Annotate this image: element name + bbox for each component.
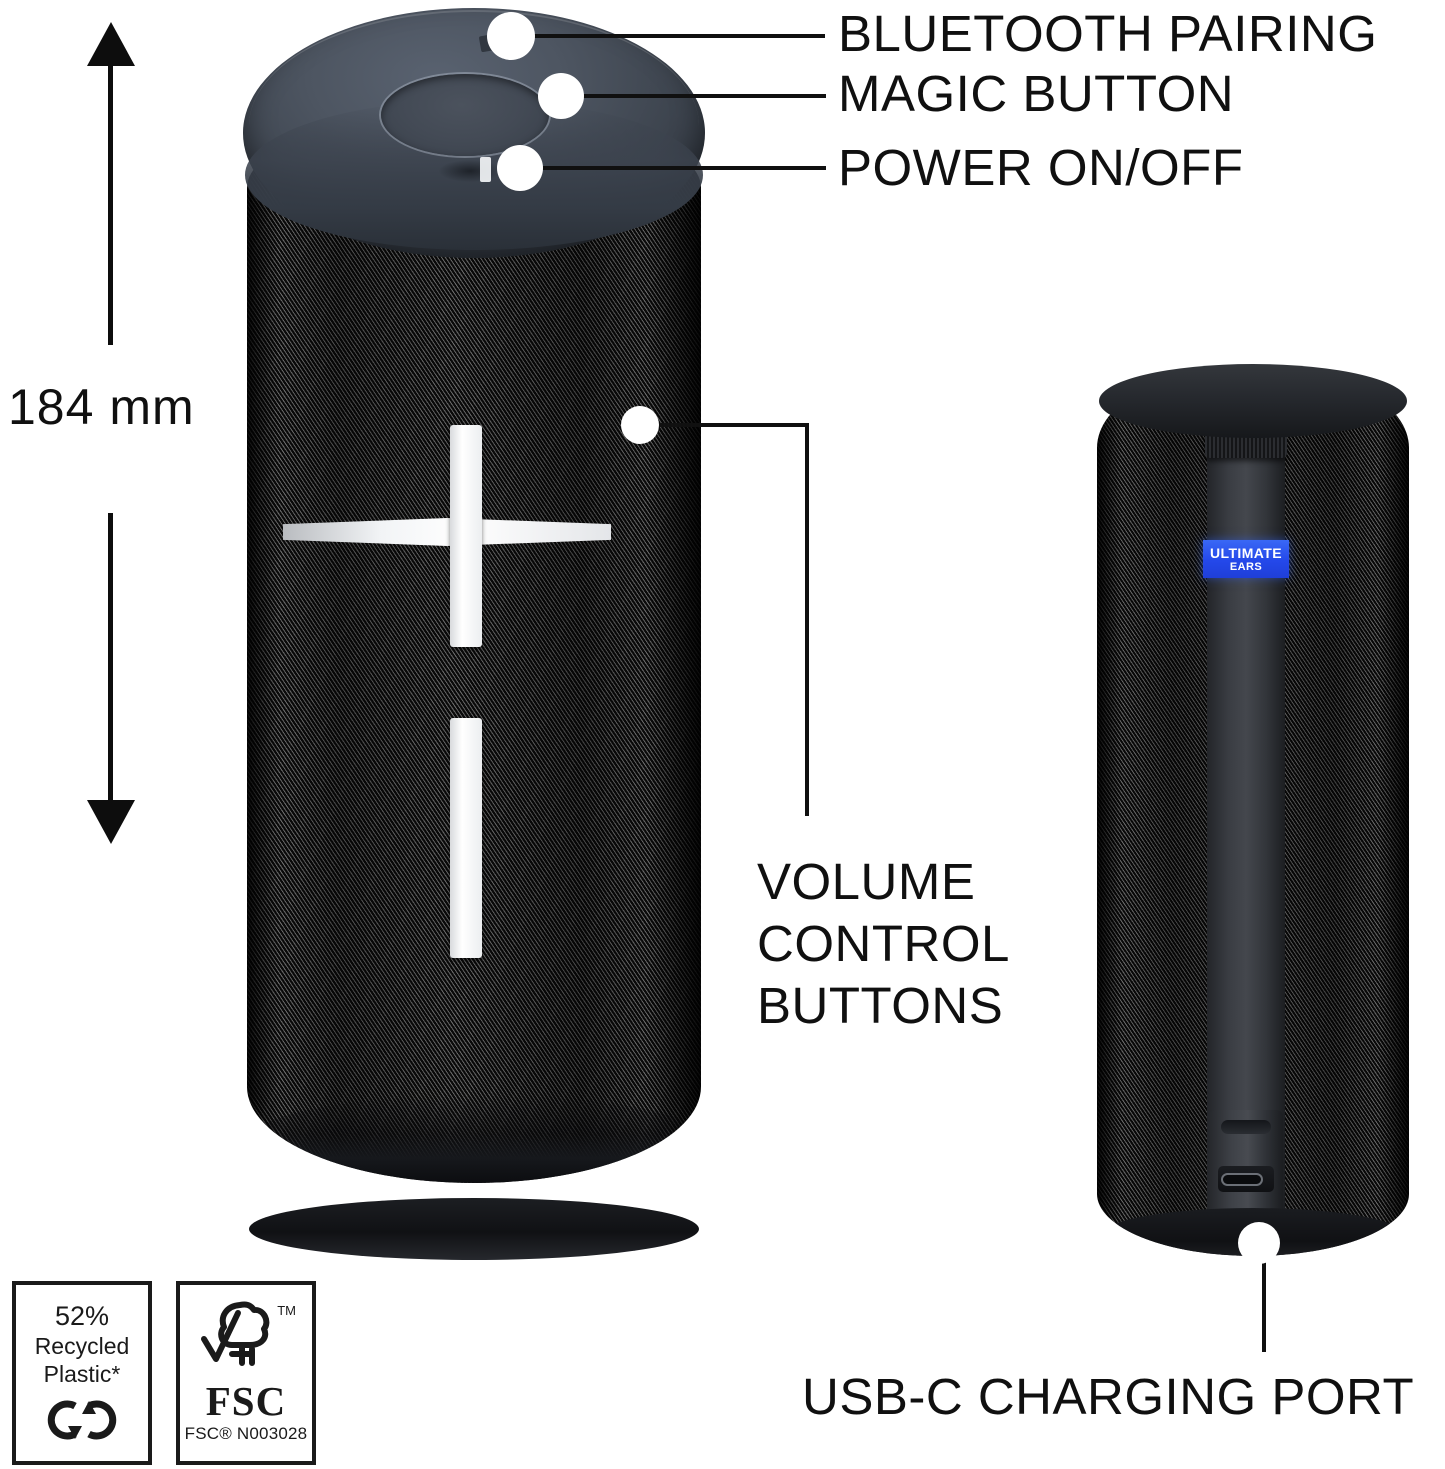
- leader-line-volume-horizontal: [648, 423, 809, 427]
- speaker-top-cap: [243, 8, 705, 258]
- callout-label-magic-button: MAGIC BUTTON: [838, 65, 1235, 122]
- recycling-loop-icon: [45, 1393, 119, 1452]
- recycled-label-line-2: Plastic*: [43, 1361, 121, 1387]
- speaker-fabric-body: [247, 113, 701, 1183]
- leader-line-bluetooth-pairing: [520, 34, 825, 38]
- port-cover-notch: [1221, 1120, 1271, 1134]
- volume-label-line-3: BUTTONS: [757, 977, 1004, 1035]
- callout-dot-magic-button[interactable]: [538, 73, 584, 119]
- ultimate-ears-logo-badge: ULTIMATE EARS: [1203, 540, 1289, 578]
- speaker-cap-ring: [249, 10, 699, 242]
- callout-dot-volume-control[interactable]: [621, 406, 659, 444]
- speaker-rear-center-strip: [1207, 382, 1285, 1250]
- usb-c-port[interactable]: [1221, 1173, 1263, 1186]
- leader-line-power-on-off: [528, 166, 826, 170]
- speaker-bottom-rim: [251, 1095, 701, 1183]
- speaker-rear-fabric-body: ULTIMATE EARS: [1097, 368, 1409, 1256]
- dimension-label: 184 mm: [8, 379, 195, 435]
- brand-name-line1: ULTIMATE: [1210, 544, 1282, 561]
- speaker-rear-top-cap: [1099, 364, 1407, 438]
- fsc-badge: TM FSC FSC® N003028: [176, 1281, 316, 1465]
- speaker-front-view: [243, 8, 705, 1260]
- dimension-arrow-up-icon: [87, 22, 135, 66]
- power-icon[interactable]: [480, 157, 491, 182]
- volume-up-button-horizontal-bar[interactable]: [283, 518, 611, 546]
- callout-dot-power-on-off[interactable]: [497, 145, 543, 191]
- power-button-shadow: [439, 160, 501, 182]
- dimension-line-lower: [108, 513, 113, 810]
- brand-name-line2: EARS: [1229, 560, 1263, 573]
- recycled-plastic-badge: 52% Recycled Plastic*: [12, 1281, 152, 1465]
- callout-label-volume-control: VOLUME CONTROL BUTTONS: [757, 851, 1087, 1038]
- callout-label-usb-c-charging-port: USB-C CHARGING PORT: [802, 1368, 1415, 1425]
- leader-line-usb-c: [1262, 1252, 1266, 1352]
- fsc-license-code: FSC® N003028: [184, 1424, 308, 1443]
- callout-label-power-on-off: POWER ON/OFF: [838, 139, 1244, 196]
- speaker-bottom-cap: [249, 1198, 699, 1260]
- dimension-arrow-down-icon: [87, 800, 135, 844]
- leader-line-volume-vertical: [805, 423, 809, 816]
- volume-down-button[interactable]: [450, 718, 482, 958]
- dimension-line-upper: [108, 62, 113, 345]
- recycled-percent: 52%: [54, 1301, 110, 1331]
- callout-dot-usb-c[interactable]: [1238, 1222, 1280, 1264]
- volume-up-button-vertical-bar[interactable]: [450, 425, 482, 647]
- magic-button[interactable]: [381, 74, 549, 156]
- volume-label-line-2: CONTROL: [757, 915, 1010, 973]
- volume-label-line-1: VOLUME: [757, 853, 976, 910]
- fsc-tree-checkmark-icon: [198, 1297, 294, 1380]
- callout-label-bluetooth-pairing: BLUETOOTH PAIRING: [838, 5, 1378, 62]
- speaker-rear-view: ULTIMATE EARS: [1097, 364, 1409, 1268]
- callout-dot-bluetooth-pairing[interactable]: [487, 12, 535, 60]
- fsc-wordmark: FSC: [205, 1378, 287, 1424]
- leader-line-magic-button: [570, 94, 826, 98]
- fsc-trademark-symbol: TM: [277, 1303, 296, 1318]
- recycled-label-line-1: Recycled: [34, 1333, 130, 1359]
